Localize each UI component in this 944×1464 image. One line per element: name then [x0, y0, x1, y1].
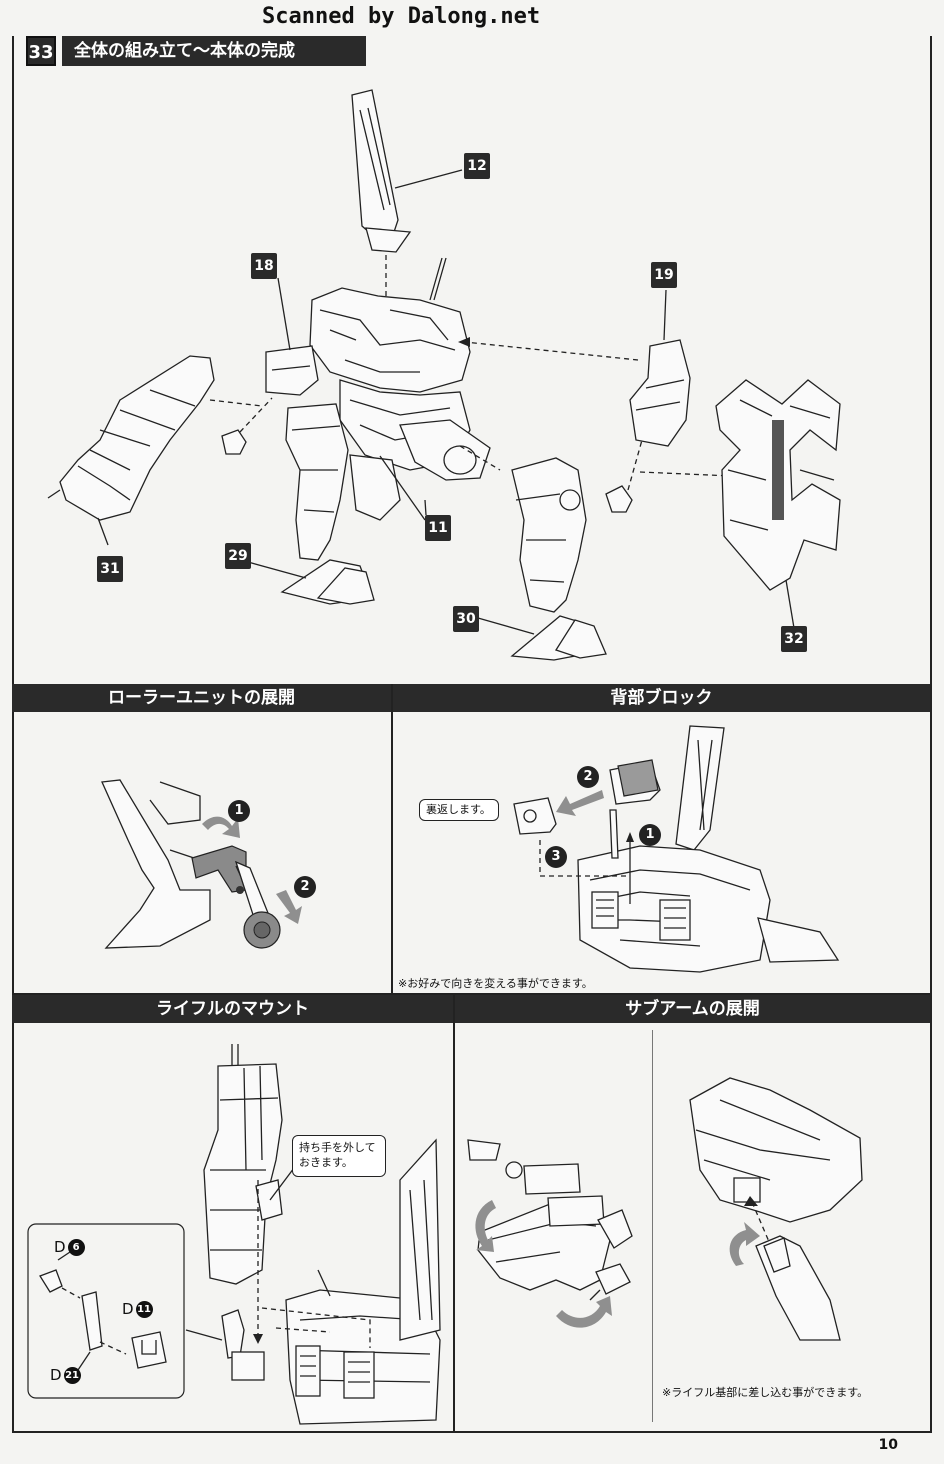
part-D21-number: 21	[63, 1367, 81, 1384]
rifle-callout-remove-grip: 持ち手を外して おきます。	[292, 1135, 386, 1177]
part-label-32: 32	[781, 626, 807, 652]
bottom-frame-border	[12, 1431, 932, 1433]
section-divider-middle	[12, 993, 932, 995]
back-step-2: 2	[577, 766, 599, 788]
part-D6-letter: D	[54, 1238, 66, 1256]
rifle-section-header: ライフルのマウント	[12, 995, 453, 1023]
part-label-12: 12	[464, 153, 490, 179]
roller-unit-diagram	[101, 779, 302, 949]
part-D6-number: 6	[67, 1239, 85, 1256]
back-note: ※お好みで向きを変える事ができます。	[398, 977, 593, 990]
back-step-1: 1	[639, 824, 661, 846]
roller-step-2: 2	[294, 876, 316, 898]
part-label-18: 18	[251, 253, 277, 279]
left-frame-border	[12, 36, 14, 1432]
part-label-19: 19	[651, 262, 677, 288]
roller-section-header: ローラーユニットの展開	[12, 684, 391, 712]
subarm-inner-divider	[652, 1030, 653, 1422]
back-block-diagram	[513, 725, 840, 973]
back-section-header: 背部ブロック	[393, 684, 930, 712]
right-frame-border	[930, 36, 932, 1432]
part-D11-number: 11	[135, 1301, 153, 1318]
vertical-divider-2	[453, 995, 455, 1432]
step-number-badge: 33	[26, 36, 56, 66]
page-number: 10	[878, 1437, 898, 1453]
part-label-30: 30	[453, 606, 479, 632]
subarm-section-header: サブアームの展開	[455, 995, 930, 1023]
step-title: 全体の組み立て〜本体の完成	[62, 36, 366, 66]
part-label-29: 29	[225, 543, 251, 569]
part-label-31: 31	[97, 556, 123, 582]
back-callout-flip: 裏返します。	[419, 799, 499, 821]
watermark-text: Scanned by Dalong.net	[262, 4, 541, 29]
back-step-3: 3	[545, 846, 567, 868]
part-label-11: 11	[425, 515, 451, 541]
roller-step-1: 1	[228, 800, 250, 822]
vertical-divider-1	[391, 684, 393, 994]
part-D11-letter: D	[122, 1300, 134, 1318]
part-D21-letter: D	[50, 1366, 62, 1384]
main-assembly-diagram	[47, 89, 841, 661]
subarm-note: ※ライフル基部に差し込む事ができます。	[662, 1386, 869, 1399]
